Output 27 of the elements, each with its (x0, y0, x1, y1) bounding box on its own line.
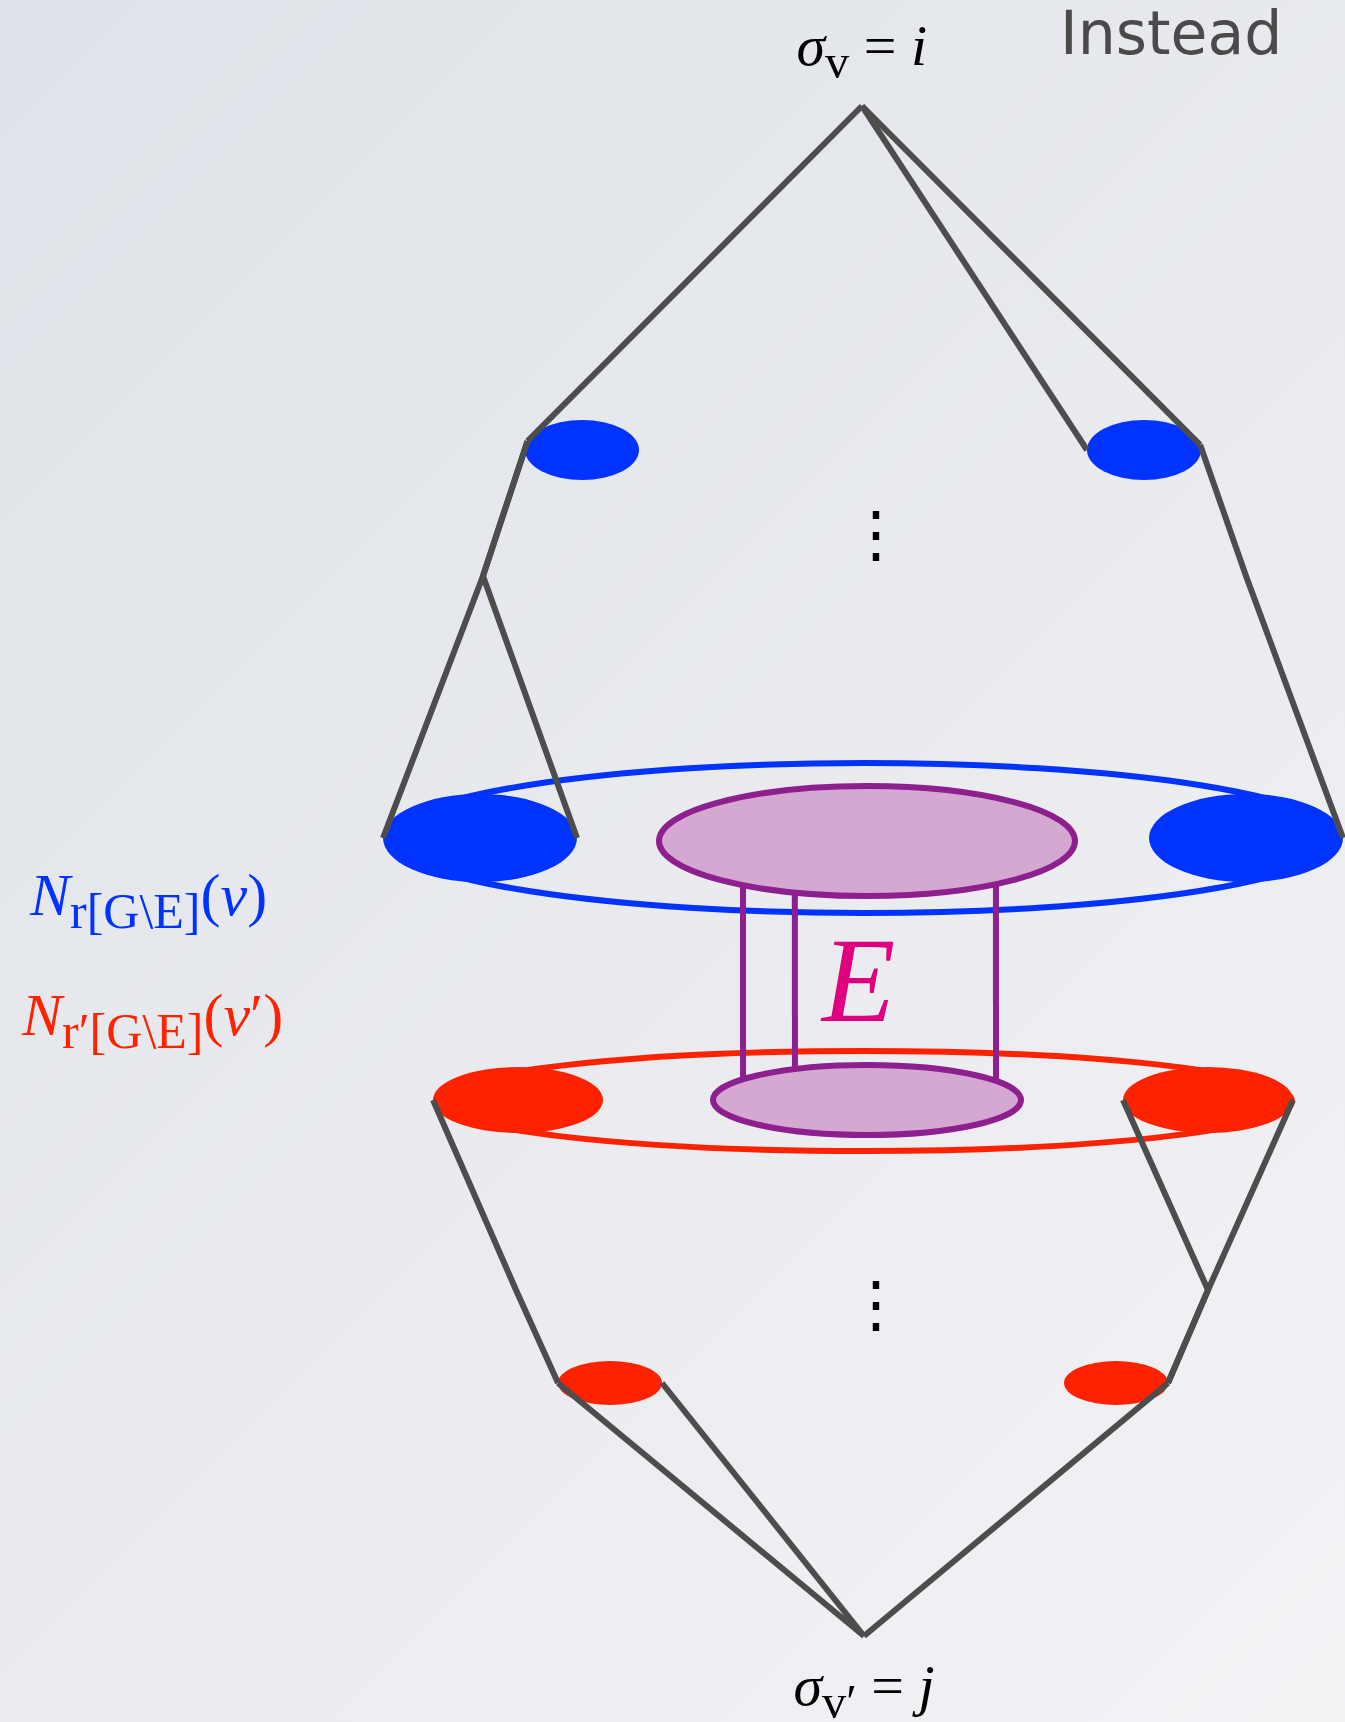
connector-line (859, 103, 1203, 447)
connector-line (525, 103, 865, 444)
connector-line (992, 884, 999, 1081)
connector-line (859, 104, 1090, 452)
connector-line (1197, 443, 1345, 840)
set-symbol: E (822, 915, 896, 1047)
vertex-ellipse (558, 1361, 662, 1405)
ellipsis-dots: ⋮ (845, 1270, 907, 1339)
connector-line (479, 440, 580, 839)
set-label: N$_{r[G\E]}$(v) (30, 860, 268, 940)
connector-line (556, 1380, 866, 1639)
vertex-ellipse (1064, 1361, 1168, 1405)
connector-line (1165, 1098, 1296, 1385)
connector-line (862, 1380, 1170, 1639)
connector-line (791, 892, 798, 1070)
edge-set-ellipse (707, 1059, 1027, 1141)
connector-line (430, 1098, 561, 1385)
heading-text: Instead (1060, 0, 1283, 66)
vertex-label: σ$_{v}$ = i (796, 11, 928, 89)
vertex-ellipse (525, 420, 639, 480)
connector-line (659, 1381, 867, 1638)
set-label: N$_{r′[G\E]}$(v′) (22, 980, 284, 1060)
connector-line (740, 885, 747, 1080)
vertex-label: σ$_{v′}$ = j (793, 1651, 935, 1722)
edge-set-ellipse (653, 780, 1081, 902)
ellipsis-dots: ⋮ (845, 500, 907, 569)
vertex-ellipse (1087, 420, 1201, 480)
